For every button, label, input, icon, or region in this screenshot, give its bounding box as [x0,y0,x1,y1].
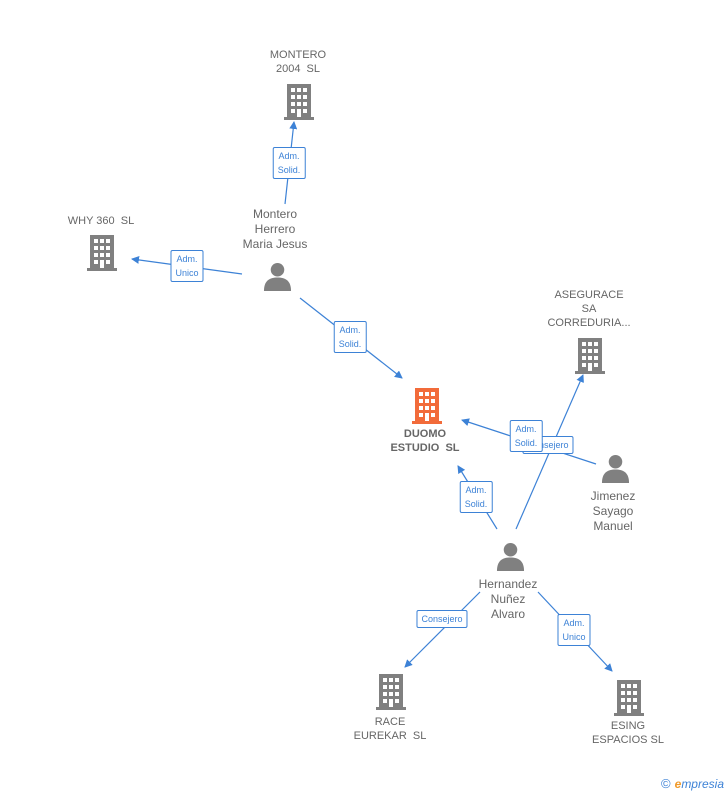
building-icon-race[interactable] [376,674,406,710]
relation-label-race: Consejero [416,610,468,628]
brand-name: mpresia [681,777,724,791]
relation-label-esing: Adm. Unico [557,614,591,646]
relation-label-montero2004: Adm. Solid. [272,147,306,179]
edge-hernandez-to-race [404,591,481,668]
building-icon-montero2004[interactable] [284,84,314,120]
building-icon-asegurace[interactable] [575,338,605,374]
company-label-asegurace[interactable]: ASEGURACE SA CORREDURIA... [547,289,631,329]
relation-label-duomo-jimenez-adm: Adm. Solid. [509,420,543,452]
relation-label-duomo-montero: Adm. Solid. [333,321,367,353]
person-label-montero-herrero[interactable]: Montero Herrero Maria Jesus [242,207,308,251]
person-label-hernandez[interactable]: Hernandez Nuñez Alvaro [478,577,538,621]
building-icon-esing[interactable] [614,680,644,716]
copyright-icon: © [661,776,671,791]
person-icon-jimenez[interactable] [601,454,630,483]
company-label-race[interactable]: RACE EUREKAR SL [353,716,427,742]
company-label-esing[interactable]: ESING ESPACIOS SL [592,720,664,746]
brand-initial: e [674,777,682,791]
company-label-montero2004[interactable]: MONTERO 2004 SL [269,49,327,75]
company-label-why360[interactable]: WHY 360 SL [67,215,135,227]
relation-label-duomo-hernandez: Adm. Solid. [459,481,493,513]
building-icon-duomo[interactable] [412,388,442,424]
building-icon-why360[interactable] [87,235,117,271]
person-icon-hernandez[interactable] [496,542,525,571]
person-label-jimenez[interactable]: Jimenez Sayago Manuel [590,489,636,533]
company-label-duomo[interactable]: DUOMO ESTUDIO SL [390,428,460,454]
person-icon-montero-herrero[interactable] [263,262,292,291]
empresia-logo: ©empresia [661,776,724,791]
relation-label-why360: Adm. Unico [170,250,204,282]
